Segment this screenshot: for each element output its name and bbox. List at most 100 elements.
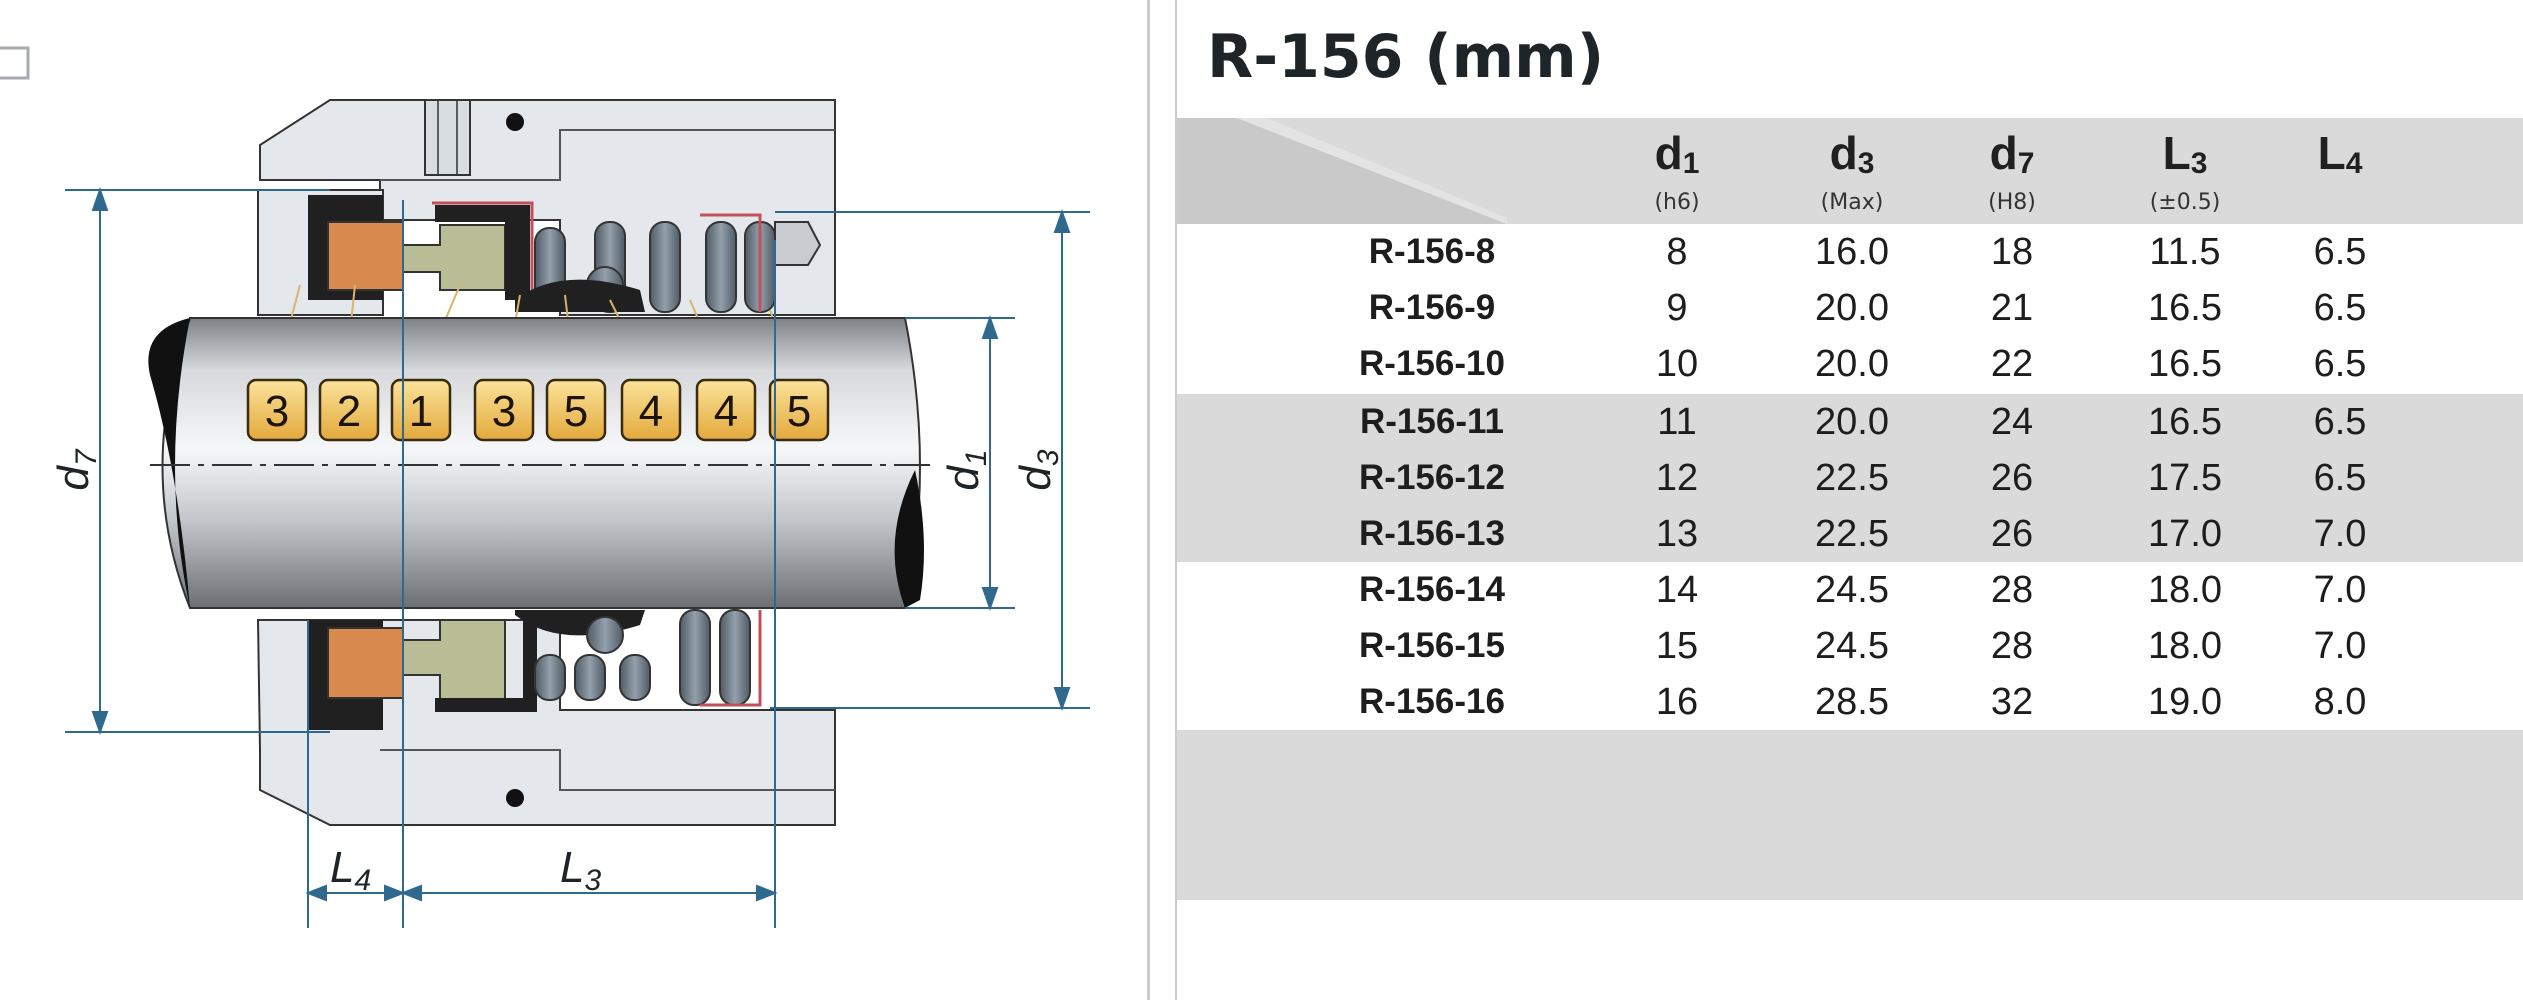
d3-cell: 22.5 (1815, 457, 1889, 499)
header-d7: d7 (H8) (1988, 127, 2036, 215)
upper-rotary-ring (402, 224, 506, 291)
lower-stationary-seat (327, 627, 404, 699)
row-band-1 (1177, 394, 2523, 562)
model-cell: R-156-9 (1368, 288, 1496, 327)
l3-cell: 16.5 (2148, 343, 2222, 385)
l3-cell: 16.5 (2148, 401, 2222, 443)
d7-cell: 26 (1990, 513, 2034, 555)
part-badge-7-number: 4 (714, 387, 738, 436)
d1-cell: 13 (1655, 513, 1699, 555)
l3-cell: 18.0 (2148, 569, 2222, 611)
d3-cell: 28.5 (1815, 681, 1889, 723)
l3-label: L3 (560, 843, 601, 897)
upper-o-ring (506, 113, 524, 131)
table-row: R-156-15 15 24.5 28 18.0 7.0 (1177, 618, 2523, 674)
l4-cell: 6.5 (2313, 401, 2367, 443)
l4-label: L4 (330, 843, 371, 897)
l4-cell: 8.0 (2313, 681, 2367, 723)
part-badge-1-number: 3 (265, 387, 289, 436)
model-cell: R-156-8 (1368, 232, 1496, 271)
d1-cell: 11 (1657, 401, 1697, 443)
model-cell: R-156-15 (1359, 626, 1505, 665)
upper-springs (515, 213, 822, 313)
l3-cell: 11.5 (2149, 231, 2221, 273)
model-cell: R-156-14 (1359, 570, 1505, 609)
l4-cell: 6.5 (2313, 343, 2367, 385)
table-row: R-156-9 9 20.0 21 16.5 6.5 (1177, 280, 2523, 336)
table-row: R-156-13 13 22.5 26 17.0 7.0 (1177, 506, 2523, 562)
header-l3: L3 (±0.5) (2149, 127, 2221, 215)
d1-label: d1 (939, 449, 993, 490)
part-badge-2-number: 2 (337, 387, 361, 436)
d1-cell: 14 (1655, 569, 1699, 611)
model-cell: R-156-16 (1359, 682, 1505, 721)
d1-cell: 8 (1666, 231, 1688, 273)
corner-mark (0, 46, 30, 80)
d1-cell: 9 (1666, 287, 1688, 329)
header-d3: d3 (Max) (1820, 127, 1884, 215)
d7-cell: 28 (1990, 625, 2034, 667)
dimension-lines (65, 186, 1090, 928)
upper-gland (380, 129, 835, 181)
upper-bolt (424, 99, 471, 176)
part-badge-6-number: 4 (639, 387, 663, 436)
model-cell: R-156-10 (1359, 344, 1505, 383)
mechanical-seal-section-drawing: 3 2 1 3 5 4 4 5 (0, 46, 1090, 928)
l3-cell: 18.0 (2148, 625, 2222, 667)
row-band-2 (1177, 730, 2523, 900)
d3-cell: 24.5 (1815, 625, 1889, 667)
shaft (161, 317, 921, 609)
part-number-badges: 3 2 1 3 5 4 4 5 (246, 378, 830, 442)
l4-cell: 6.5 (2313, 457, 2367, 499)
l4-cell: 7.0 (2313, 625, 2367, 667)
d7-label: d7 (49, 448, 103, 490)
table-row: R-156-10 10 20.0 22 16.5 6.5 (1177, 336, 2523, 392)
model-cell: R-156-13 (1359, 514, 1505, 553)
l3-cell: 17.0 (2148, 513, 2222, 555)
d7-cell: 32 (1990, 681, 2034, 723)
seal-diagram-panel: 3 2 1 3 5 4 4 5 (0, 0, 1150, 1000)
d7-cell: 24 (1990, 401, 2034, 443)
table-row: R-156-8 8 16.0 18 11.5 6.5 (1177, 224, 2523, 280)
header-d1: d1 (h6) (1654, 127, 1700, 215)
d1-cell: 16 (1655, 681, 1699, 723)
d1-cell: 15 (1655, 625, 1699, 667)
table-row: R-156-11 11 20.0 24 16.5 6.5 (1177, 394, 2523, 450)
lower-springs (515, 609, 762, 707)
l4-cell: 6.5 (2313, 231, 2367, 273)
table-row: R-156-14 14 24.5 28 18.0 7.0 (1177, 562, 2523, 618)
dimension-table-panel: R-156 (mm) d1 (h6) d3 (Max) d7 (H8) L3 (… (1175, 0, 2523, 1000)
shaft-left-end (148, 318, 190, 608)
d7-cell: 28 (1990, 569, 2034, 611)
d3-cell: 22.5 (1815, 513, 1889, 555)
part-badge-4-number: 3 (492, 387, 516, 436)
l3-cell: 19.0 (2148, 681, 2222, 723)
table-row: R-156-16 16 28.5 32 19.0 8.0 (1177, 674, 2523, 730)
l3-cell: 16.5 (2148, 287, 2222, 329)
l4-cell: 6.5 (2313, 287, 2367, 329)
l4-cell: 7.0 (2313, 513, 2367, 555)
l3-cell: 17.5 (2148, 457, 2222, 499)
l4-cell: 7.0 (2313, 569, 2367, 611)
upper-stationary-seat (327, 221, 404, 291)
d3-cell: 20.0 (1815, 343, 1889, 385)
d3-cell: 20.0 (1815, 401, 1889, 443)
part-badge-8-number: 5 (787, 387, 811, 436)
upper-rubber-bellows (435, 205, 530, 300)
d1-cell: 12 (1655, 457, 1699, 499)
lower-o-ring (506, 789, 524, 807)
part-badge-5-number: 5 (564, 387, 588, 436)
header-l4: L4 (2317, 127, 2363, 180)
header-diagonal-shade (1177, 118, 1507, 224)
table-row: R-156-12 12 22.5 26 17.5 6.5 (1177, 450, 2523, 506)
model-cell: R-156-12 (1359, 458, 1505, 497)
d7-cell: 26 (1990, 457, 2034, 499)
part-badge-3-number: 1 (409, 387, 433, 436)
d3-cell: 16.0 (1815, 231, 1889, 273)
d7-cell: 21 (1990, 287, 2034, 329)
d3-cell: 20.0 (1815, 287, 1889, 329)
d3-label: d3 (1011, 449, 1065, 490)
model-cell: R-156-11 (1360, 402, 1504, 441)
d3-cell: 24.5 (1815, 569, 1889, 611)
d1-cell: 10 (1655, 343, 1699, 385)
